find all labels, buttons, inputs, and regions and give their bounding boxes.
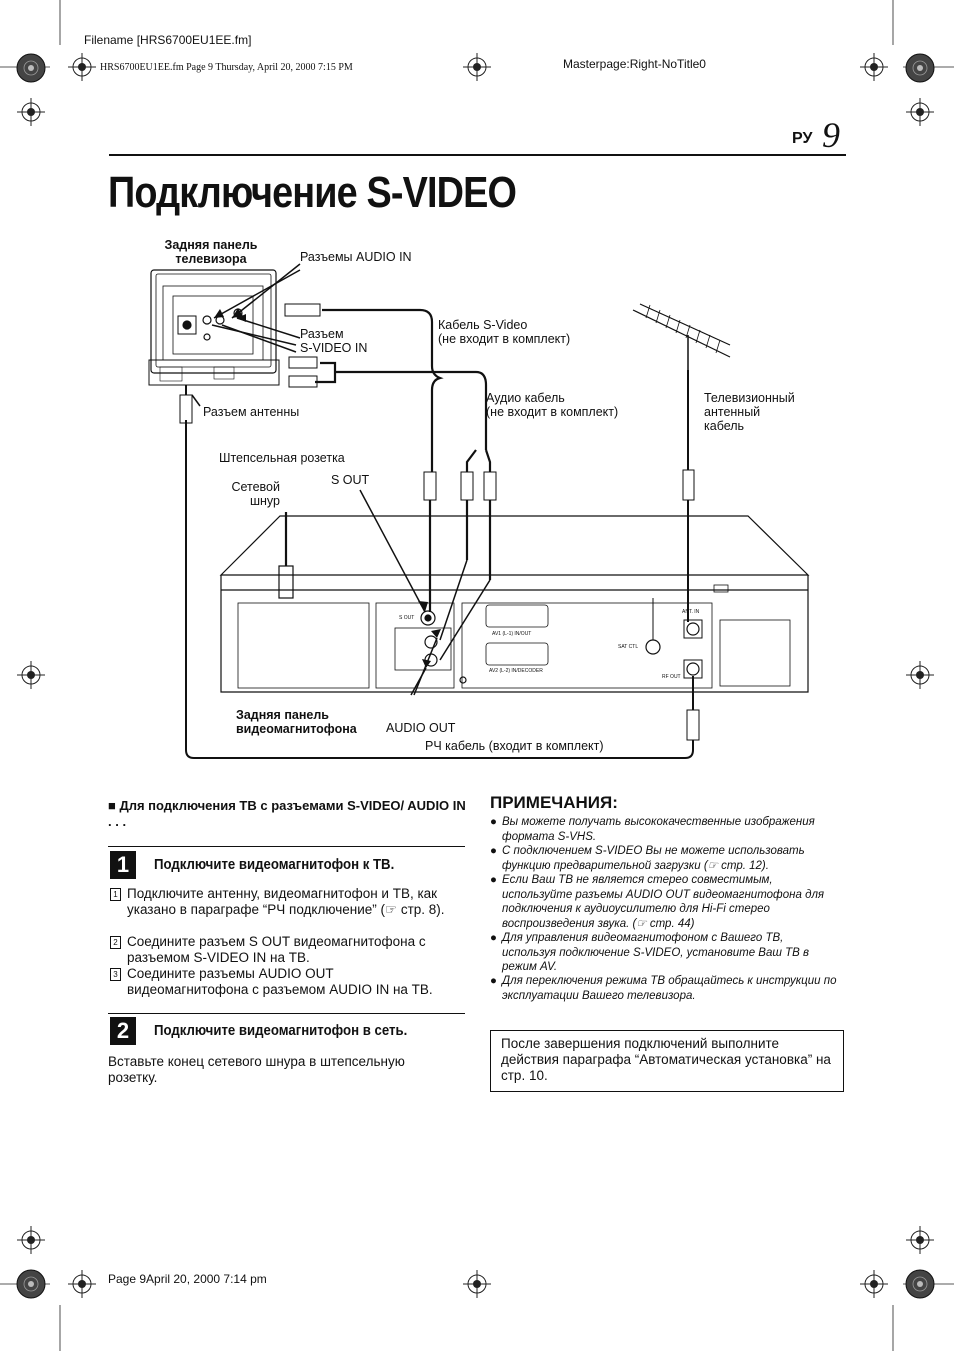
bullet-icon: ● (490, 932, 497, 944)
step-2-rule (108, 1013, 465, 1014)
vcr-rear (219, 515, 810, 693)
step-2-title: Подключите видеомагнитофон в сеть. (154, 1022, 408, 1039)
info-box: После завершения подключений выполните д… (490, 1030, 844, 1092)
panel-sat-ctl-text: SAT CTL (618, 644, 639, 650)
step-2-text: Вставьте конец сетевого шнура в штепсель… (108, 1054, 405, 1085)
notes-title: ПРИМЕЧАНИЯ: (490, 793, 618, 812)
bullet-icon: ● (490, 874, 497, 886)
note-item: ● Для управления видеомагнитофоном с Ваш… (490, 932, 810, 973)
panel-av1-text: AV1 (L-1) IN/OUT (492, 631, 532, 637)
step-1-item-3: 3 Соедините разъемы AUDIO OUT видеомагни… (110, 966, 455, 998)
audio-in-label: Разъемы AUDIO IN (300, 250, 412, 264)
bullet-icon: ● (490, 845, 497, 857)
outlet-label: Штепсельная розетка (219, 451, 345, 465)
bullet-icon: ● (490, 975, 497, 987)
step-1-title: Подключите видеомагнитофон к ТВ. (154, 856, 395, 873)
s-out-label: S OUT (331, 473, 370, 487)
panel-s-out-text: S OUT (399, 615, 415, 621)
vcr-rear-label: Задняя панель видеомагнитофона (236, 708, 357, 736)
header-masterpage: Masterpage:Right-NoTitle0 (563, 57, 706, 71)
tv-rear (148, 269, 280, 386)
audio-cable-label: Аудио кабель (не входит в комплект) (486, 391, 619, 419)
section-subtitle: ■ Для подключения ТВ с разъемами S-VIDEO… (108, 798, 466, 829)
header-filename: Filename [HRS6700EU1EE.fm] (84, 33, 252, 47)
note-item: ● Для переключения режима ТВ обращайтесь… (490, 975, 837, 1002)
step-1-rule (108, 846, 465, 847)
square-bullet-icon: ■ (108, 798, 120, 813)
page-language: РУ (792, 130, 813, 147)
page-number: 9 (822, 115, 840, 155)
page-title: Подключение S-VIDEO (108, 168, 517, 217)
power-cord-label: Сетевой шнур (231, 480, 280, 508)
tv-antenna-cable-label: Телевизионный антенный кабель (704, 391, 795, 433)
audio-out-label: AUDIO OUT (386, 721, 456, 735)
note-item: ● Если Ваш ТВ не является стерео совмест… (490, 874, 825, 930)
tv-antenna (632, 303, 731, 370)
header-fm-line: HRS6700EU1EE.fm Page 9 Thursday, April 2… (100, 62, 353, 73)
step-1-item-1: 1 Подключите антенну, видеомагнитофон и … (110, 886, 455, 918)
step-1-item-2: 2 Соедините разъем S OUT видеомагнитофон… (110, 934, 455, 966)
rf-cable-label: РЧ кабель (входит в комплект) (425, 739, 604, 753)
panel-ant-in-text: ANT. IN (682, 609, 700, 615)
panel-av2-text: AV2 (L-2) IN/DECODER (489, 668, 543, 674)
step-1-number: 1 (110, 851, 136, 879)
svideo-cable-label: Кабель S-Video (не входит в комплект) (438, 318, 571, 346)
footer-text: Page 9April 20, 2000 7:14 pm (108, 1272, 267, 1286)
step-2-number: 2 (110, 1017, 136, 1045)
note-item: ● Вы можете получать высококачественные … (490, 816, 815, 843)
bullet-icon: ● (490, 816, 497, 828)
panel-rf-out-text: RF OUT (662, 674, 681, 680)
connection-diagram (148, 263, 810, 759)
note-item: ● С подключением S-VIDEO Вы не можете ис… (490, 845, 805, 872)
antenna-jack-label: Разъем антенны (203, 405, 300, 419)
header-rule (109, 154, 846, 156)
tv-rear-label: Задняя панель телевизора (164, 238, 258, 266)
svideo-in-label: Разъем S-VIDEO IN (300, 327, 368, 355)
